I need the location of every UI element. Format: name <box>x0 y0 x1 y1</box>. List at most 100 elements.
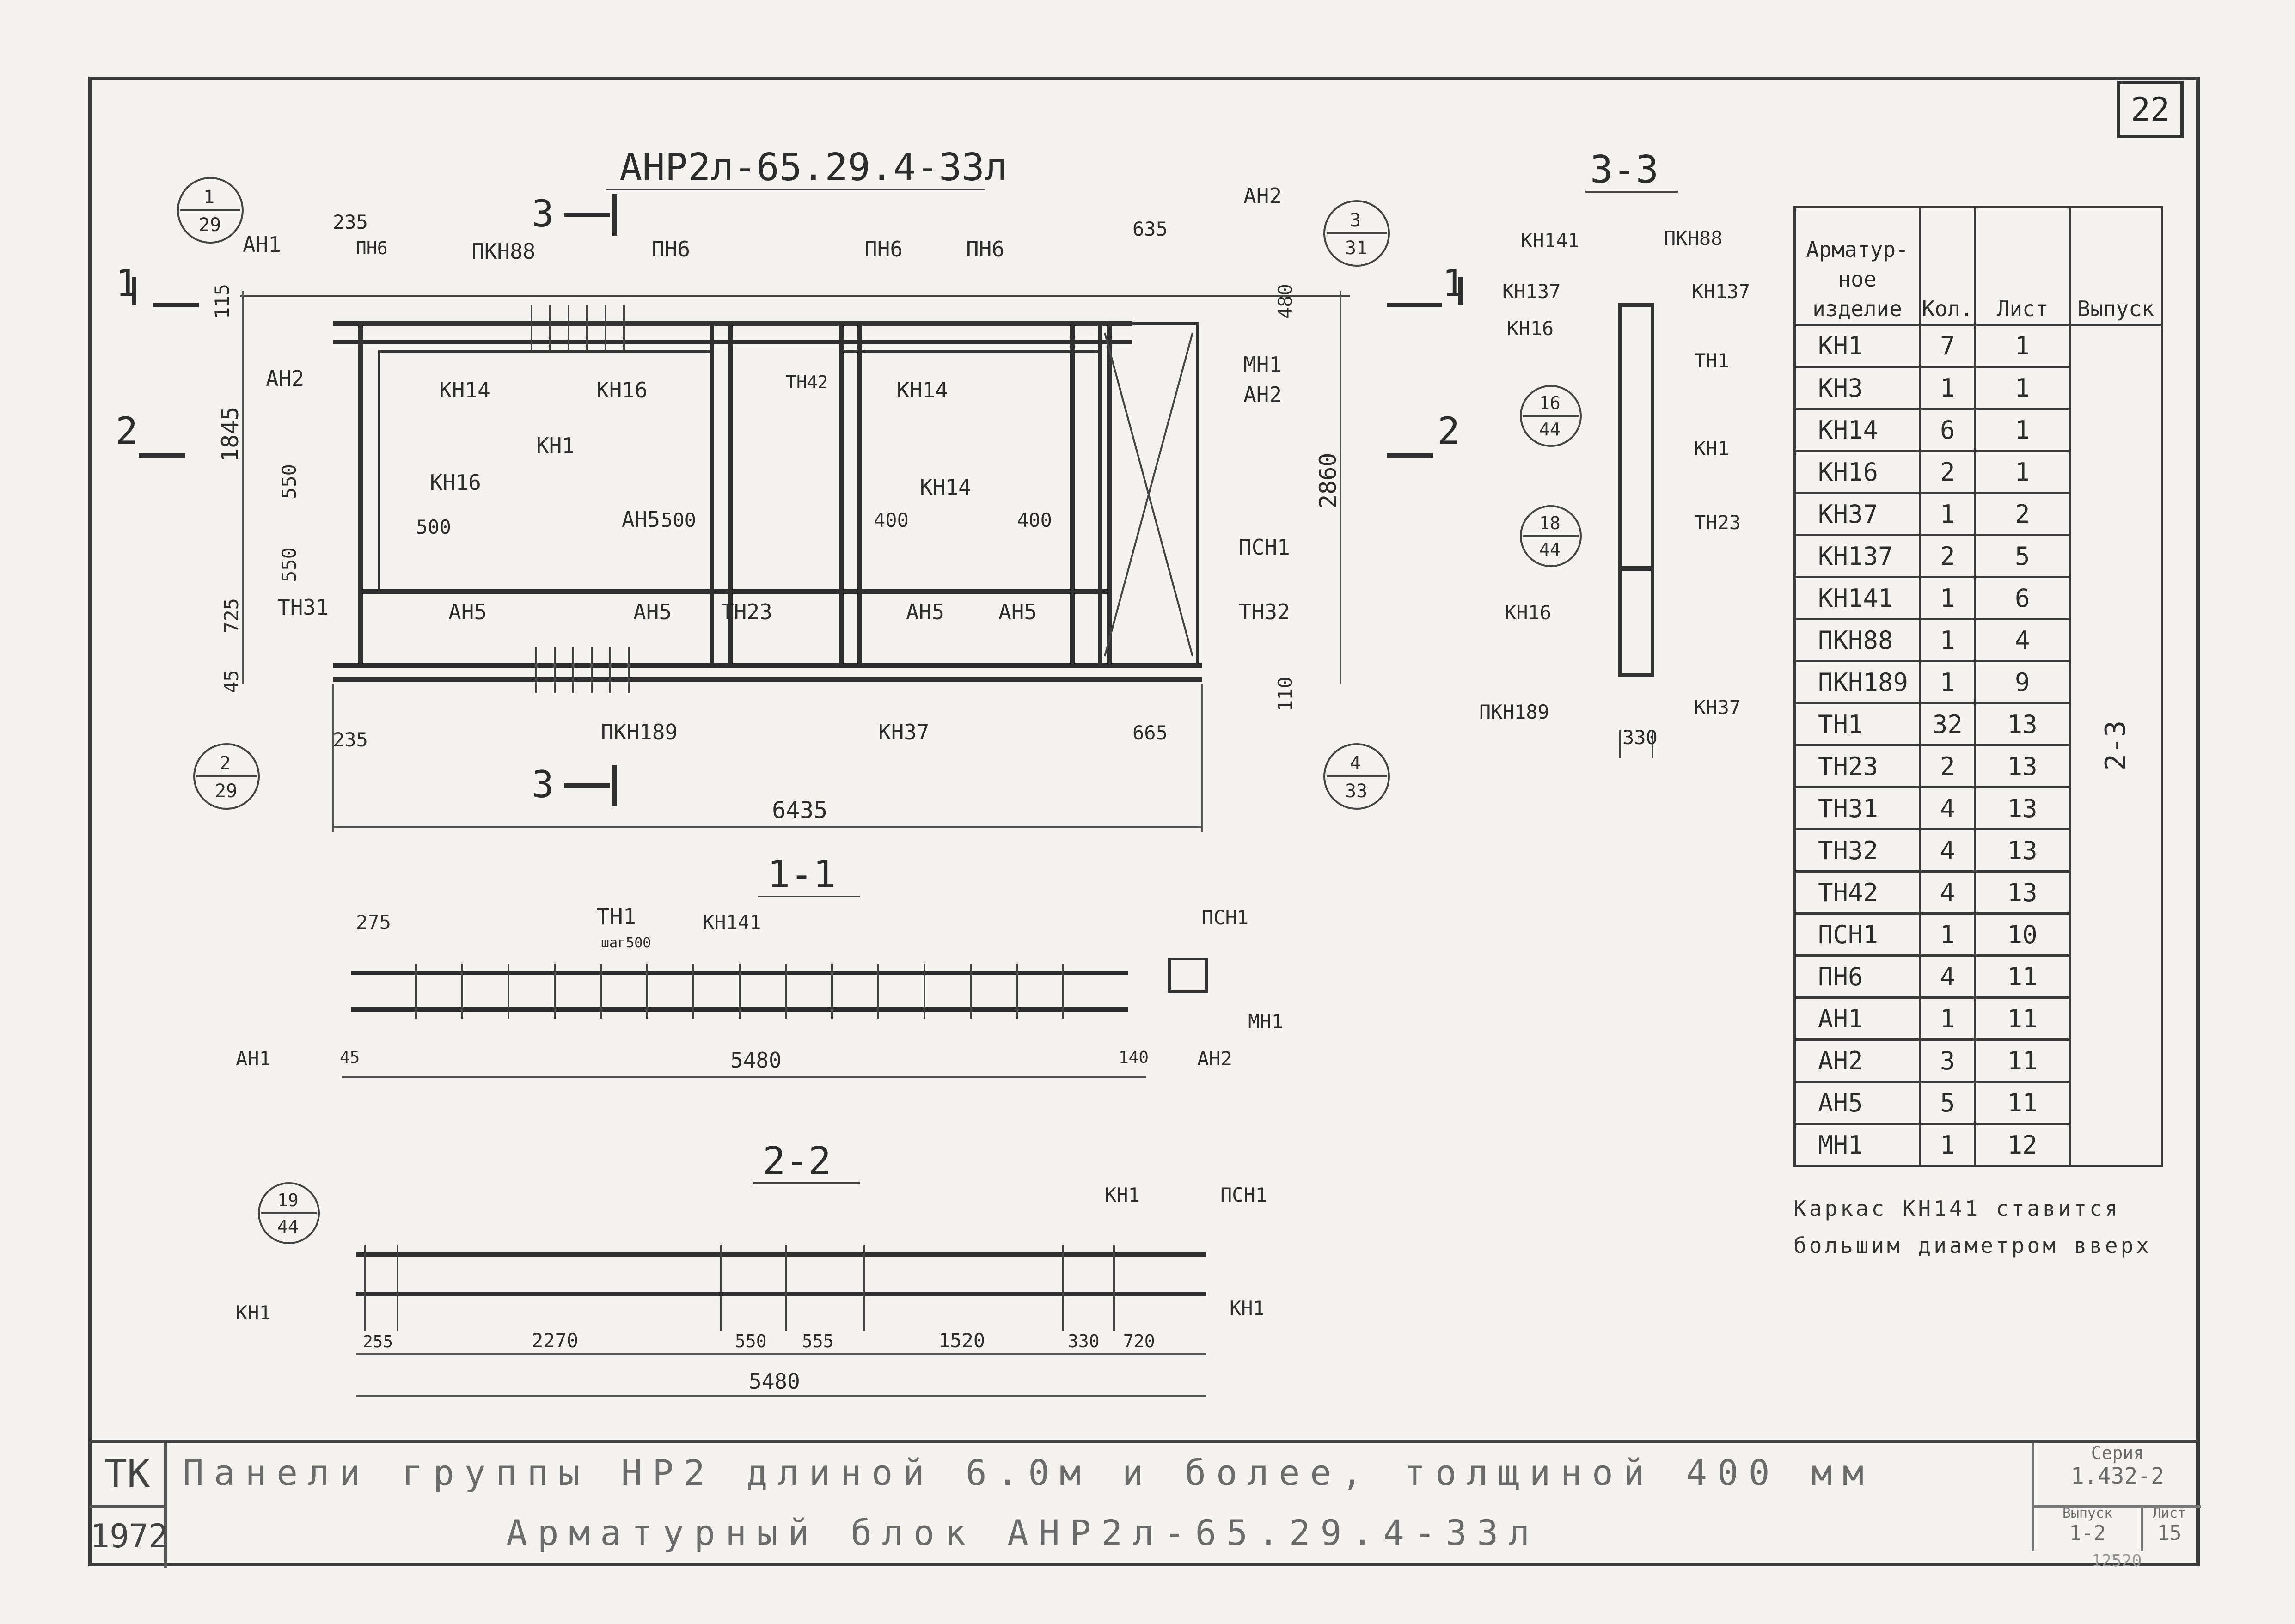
sec11-ticks <box>415 964 1064 1019</box>
callout-2-29: 229 <box>193 743 260 810</box>
sec11-d275: 275 <box>356 911 391 934</box>
sec11-kn141: КН141 <box>703 911 761 934</box>
spec-qty: 7 <box>1919 324 1977 368</box>
spec-qty: 4 <box>1919 870 1977 915</box>
sec11-d5480: 5480 <box>730 1048 782 1073</box>
spec-qty: 1 <box>1919 366 1977 410</box>
sec33-pkn88: ПКН88 <box>1664 227 1722 250</box>
spec-item: ПН6 <box>1793 954 1922 999</box>
label-kn16-b: КН16 <box>430 470 481 495</box>
spec-item: КН3 <box>1793 366 1922 410</box>
main-view-title: АНР2л-65.29.4-33л <box>619 146 1007 189</box>
dim-400-a: 400 <box>874 509 909 531</box>
header-sheet: Лист <box>1974 206 2071 326</box>
spec-item: АН1 <box>1793 996 1922 1041</box>
title-year: 1972 <box>90 1505 168 1568</box>
sec22-d1520: 1520 <box>938 1329 985 1352</box>
spec-item: ТН23 <box>1793 744 1922 788</box>
svg-text:31: 31 <box>1345 238 1367 259</box>
spec-issue: 2-3 <box>2068 324 2164 1167</box>
main-view: АНР2л-65.29.4-33л <box>116 146 1464 832</box>
svg-text:4: 4 <box>1350 753 1361 774</box>
header-issue: Выпуск <box>2068 206 2164 326</box>
dim-550-b: 550 <box>278 547 300 582</box>
diag-2 <box>1104 332 1193 657</box>
pkn189-ticks <box>535 647 630 693</box>
sec22-kn1-right: КН1 <box>1230 1297 1265 1319</box>
label-tn31: ТН31 <box>277 595 329 620</box>
spec-sheet: 13 <box>1974 786 2071 830</box>
spec-qty: 1 <box>1919 1123 1977 1167</box>
sec33-tn23: ТН23 <box>1694 511 1741 534</box>
spec-qty: 2 <box>1919 744 1977 788</box>
label-psn1: ПСН1 <box>1239 535 1290 560</box>
sec11-step: шаг500 <box>601 935 651 951</box>
spec-sheet: 1 <box>1974 366 2071 410</box>
svg-text:44: 44 <box>1539 539 1561 560</box>
spec-sheet: 9 <box>1974 660 2071 704</box>
section-3-3-title: 3-3 <box>1590 148 1659 192</box>
sec33-kn16-b: КН16 <box>1505 601 1551 624</box>
svg-text:18: 18 <box>1539 513 1561 533</box>
spec-item: ТН42 <box>1793 870 1922 915</box>
spec-qty: 2 <box>1919 534 1977 578</box>
spec-item: МН1 <box>1793 1123 1922 1167</box>
label-an1: АН1 <box>243 232 281 257</box>
sec22-kn1-top: КН1 <box>1105 1184 1140 1206</box>
svg-text:3: 3 <box>532 192 554 235</box>
label-an5-d: АН5 <box>998 599 1037 624</box>
sec22-d2270: 2270 <box>532 1329 578 1352</box>
dim-110: 110 <box>1274 677 1297 712</box>
sec22-kn1-left: КН1 <box>236 1301 271 1324</box>
spec-sheet: 11 <box>1974 954 2071 999</box>
sheet-value: 15 <box>2157 1521 2182 1545</box>
label-an2-left: АН2 <box>266 366 304 391</box>
sec22-d720: 720 <box>1123 1331 1155 1351</box>
note: Каркас КН141 ставится большим диаметром … <box>1793 1190 2191 1264</box>
dim-400-b: 400 <box>1017 509 1052 531</box>
spec-qty: 2 <box>1919 450 1977 494</box>
label-kn1: КН1 <box>536 433 575 458</box>
label-pkn88: ПКН88 <box>471 239 535 264</box>
series-value: 1.432-2 <box>2070 1463 2165 1489</box>
svg-text:29: 29 <box>199 214 221 236</box>
dim-2860: 2860 <box>1315 453 1341 508</box>
spec-qty: 5 <box>1919 1081 1977 1125</box>
spec-qty: 4 <box>1919 828 1977 873</box>
label-pkn189: ПКН189 <box>601 720 678 745</box>
cut-marker-1-left: 1 <box>116 262 199 307</box>
dim-550-a: 550 <box>278 464 300 499</box>
label-kn37: КН37 <box>878 720 930 745</box>
spec-qty: 1 <box>1919 912 1977 957</box>
svg-text:2: 2 <box>116 409 138 452</box>
sec22-d555: 555 <box>802 1331 834 1351</box>
spec-sheet: 2 <box>1974 492 2071 536</box>
spec-item: КН37 <box>1793 492 1922 536</box>
sheet-frame <box>88 77 2200 1566</box>
spec-sheet: 13 <box>1974 744 2071 788</box>
sec33-kn137-l: КН137 <box>1502 280 1561 303</box>
sec11-psn1-box <box>1168 958 1208 993</box>
spec-issue-value: 2-3 <box>2099 720 2132 770</box>
label-tn23: ТН23 <box>721 599 772 624</box>
header-qty: Кол. <box>1919 206 1977 326</box>
spec-sheet: 13 <box>1974 828 2071 873</box>
dim-6435: 6435 <box>772 797 827 824</box>
svg-text:33: 33 <box>1345 781 1367 802</box>
dim-725: 725 <box>220 598 243 633</box>
spec-sheet: 13 <box>1974 870 2071 915</box>
svg-text:3: 3 <box>532 763 554 806</box>
svg-text:29: 29 <box>215 781 237 802</box>
svg-text:44: 44 <box>1539 419 1561 440</box>
